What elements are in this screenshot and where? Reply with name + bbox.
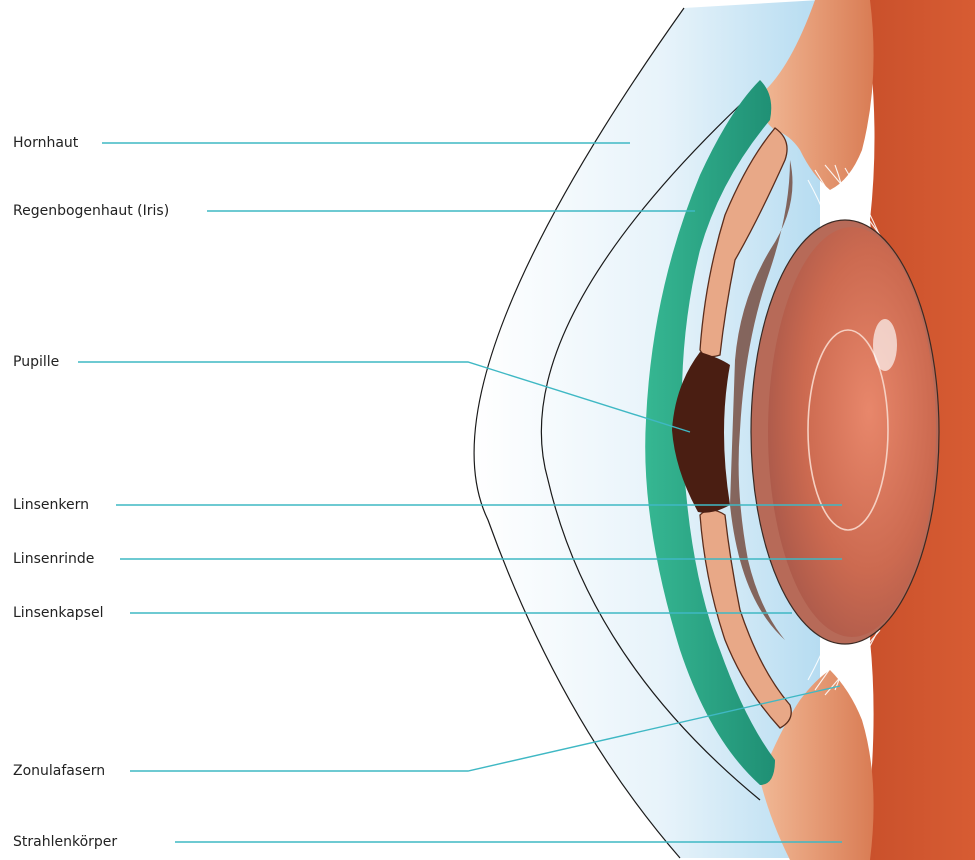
- label-linsenkapsel: Linsenkapsel: [13, 605, 103, 621]
- lens-highlight: [873, 319, 897, 371]
- label-iris: Regenbogenhaut (Iris): [13, 203, 169, 219]
- lens-cortex: [768, 227, 936, 637]
- label-hornhaut: Hornhaut: [13, 135, 78, 151]
- label-linsenrinde: Linsenrinde: [13, 551, 94, 567]
- label-linsenkern: Linsenkern: [13, 497, 89, 513]
- label-pupille: Pupille: [13, 354, 59, 370]
- label-zonulafasern: Zonulafasern: [13, 763, 105, 779]
- label-strahlenkoerper: Strahlenkörper: [13, 834, 117, 850]
